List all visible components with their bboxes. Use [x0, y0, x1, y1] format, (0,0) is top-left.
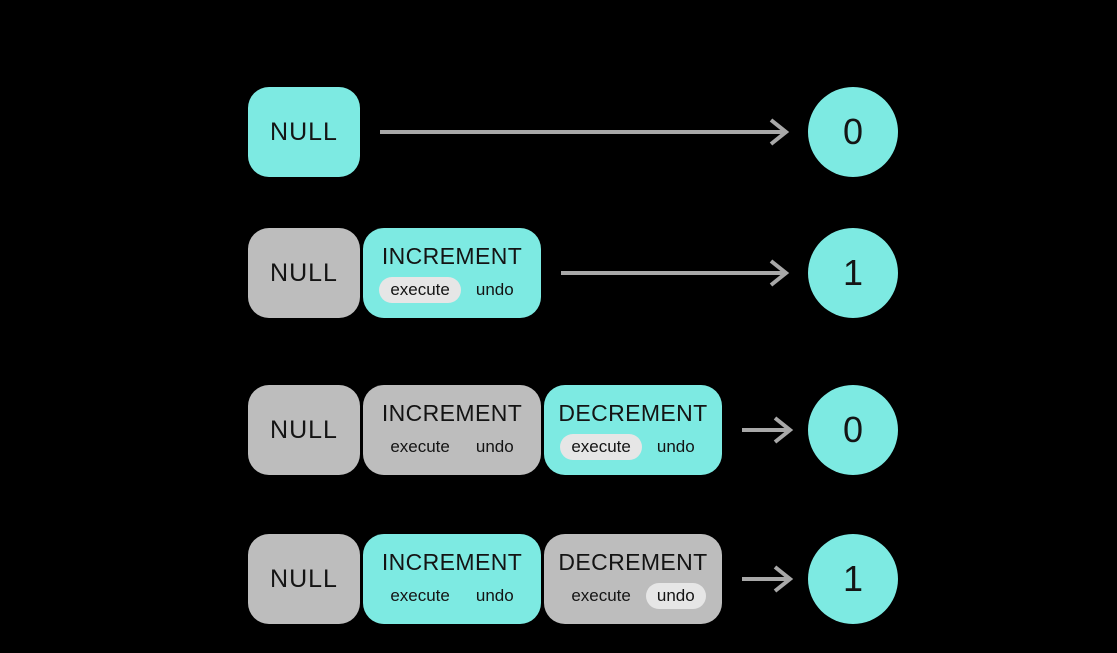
- undo-button: undo: [475, 585, 514, 605]
- command-title: DECREMENT: [558, 549, 708, 576]
- command-actions: execute undo: [560, 582, 706, 609]
- counter-value: 0: [842, 409, 864, 450]
- command-actions: execute undo: [560, 433, 705, 460]
- history-row-2: NULL INCREMENT execute undo 1: [248, 228, 898, 318]
- undo-button: undo: [656, 436, 695, 456]
- increment-command-box: INCREMENT execute undo: [363, 228, 541, 318]
- result-circle: 1: [808, 534, 898, 624]
- command-title: NULL: [270, 259, 338, 287]
- execute-button: execute: [390, 585, 450, 605]
- counter-value: 1: [842, 558, 864, 599]
- arrow-right-icon: [742, 565, 794, 593]
- undo-button: undo: [645, 582, 706, 609]
- null-command-box: NULL: [248, 228, 360, 318]
- null-command-box: NULL: [248, 87, 360, 177]
- arrow-right-icon: [561, 259, 790, 287]
- history-row-1: NULL 0: [248, 87, 898, 177]
- undo-button: undo: [475, 436, 514, 456]
- arrow-right-icon: [380, 118, 790, 146]
- execute-button: execute: [560, 433, 642, 460]
- result-circle: 1: [808, 228, 898, 318]
- increment-command-box: INCREMENT execute undo: [363, 534, 541, 624]
- command-title: INCREMENT: [381, 549, 523, 576]
- execute-button: execute: [390, 436, 450, 456]
- command-title: DECREMENT: [558, 400, 708, 427]
- decrement-command-box: DECREMENT execute undo: [544, 534, 722, 624]
- decrement-command-box: DECREMENT execute undo: [544, 385, 722, 475]
- history-row-3: NULL INCREMENT execute undo DECREMENT ex…: [248, 385, 898, 475]
- result-circle: 0: [808, 87, 898, 177]
- command-actions: execute undo: [379, 276, 524, 303]
- execute-button: execute: [379, 276, 461, 303]
- null-command-box: NULL: [248, 385, 360, 475]
- execute-button: execute: [571, 585, 631, 605]
- result-circle: 0: [808, 385, 898, 475]
- arrow-right-icon: [742, 416, 794, 444]
- undo-button: undo: [475, 279, 514, 299]
- counter-value: 1: [842, 252, 864, 293]
- history-row-4: NULL INCREMENT execute undo DECREMENT ex…: [248, 534, 898, 624]
- command-actions: execute undo: [379, 583, 524, 609]
- null-command-box: NULL: [248, 534, 360, 624]
- command-title: NULL: [270, 416, 338, 444]
- command-title: INCREMENT: [381, 400, 523, 427]
- command-title: NULL: [270, 118, 338, 146]
- command-title: INCREMENT: [381, 243, 523, 270]
- counter-value: 0: [842, 111, 864, 152]
- increment-command-box: INCREMENT execute undo: [363, 385, 541, 475]
- command-actions: execute undo: [379, 434, 524, 460]
- command-title: NULL: [270, 565, 338, 593]
